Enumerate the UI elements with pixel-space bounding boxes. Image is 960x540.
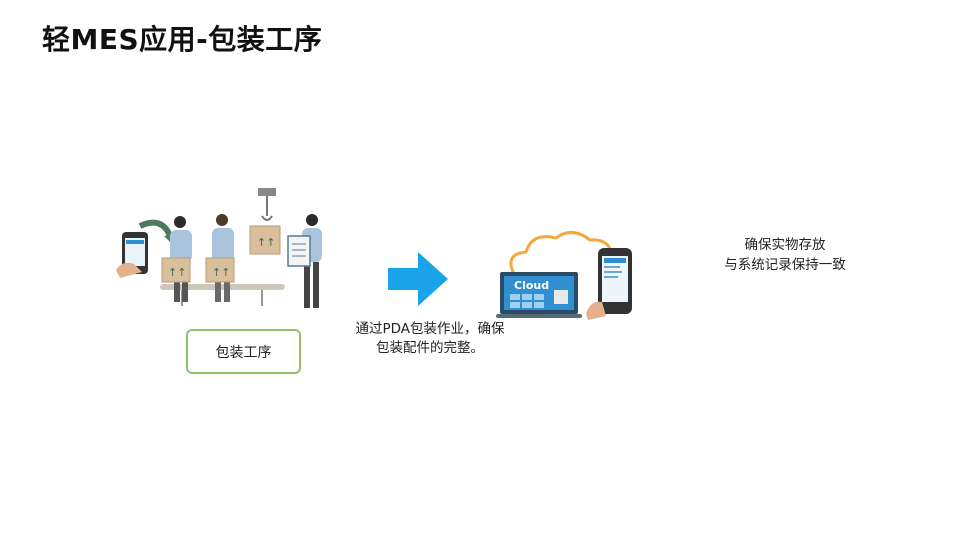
cloud-system-illustration: Cloud — [496, 231, 632, 320]
svg-text:↑↑: ↑↑ — [257, 236, 275, 249]
svg-text:↑↑: ↑↑ — [212, 266, 230, 279]
conveyor-belt — [160, 284, 285, 290]
pda-hand-icon — [586, 248, 632, 320]
green-arrow-icon — [138, 219, 173, 238]
page-title: 轻MES应用-包装工序 — [42, 23, 323, 56]
result-line-1: 确保实物存放 — [744, 237, 826, 253]
step-label: 包装工序 — [215, 344, 272, 361]
description-line-2: 包装配件的完整。 — [376, 340, 484, 356]
result-line-2: 与系统记录保持一致 — [724, 257, 846, 273]
crane-box-icon: ↑↑ — [249, 188, 281, 255]
process-description: 通过PDA包装作业，确保 包装配件的完整。 — [330, 320, 530, 358]
description-line-1: 通过PDA包装作业，确保 — [355, 321, 505, 337]
result-text: 确保实物存放 与系统记录保持一致 — [700, 235, 870, 275]
box-icon: ↑↑ — [205, 257, 235, 283]
cloud-outline-icon — [509, 231, 614, 275]
pda-hand-icon — [116, 232, 148, 278]
packaging-workers-illustration: ↑↑ ↑↑ ↑↑ — [116, 188, 322, 308]
step-label-box: 包装工序 — [186, 329, 301, 374]
inspector-icon — [287, 214, 322, 308]
right-arrow-icon — [388, 252, 448, 306]
box-icon: ↑↑ — [161, 257, 191, 283]
laptop-icon: Cloud — [496, 272, 582, 318]
cloud-label: Cloud — [514, 279, 549, 292]
svg-text:↑↑: ↑↑ — [168, 266, 186, 279]
